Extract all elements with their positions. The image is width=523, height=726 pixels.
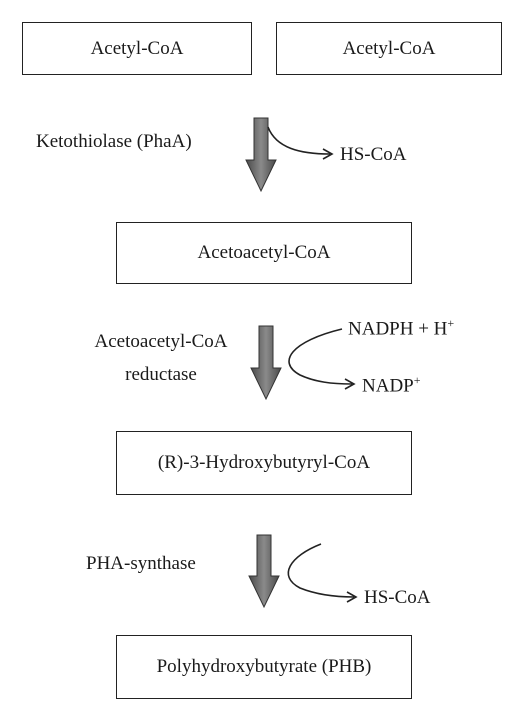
- reductase-label: Acetoacetyl-CoA reductase: [76, 331, 246, 387]
- hydroxybutyryl-coa-label: (R)-3-Hydroxybutyryl-CoA: [157, 452, 371, 473]
- nadph-superscript: +: [447, 316, 455, 330]
- acetoacetyl-coa-label: Acetoacetyl-CoA: [197, 242, 331, 263]
- nadp-label: NADP+: [362, 373, 421, 398]
- nadp-superscript: +: [413, 373, 421, 387]
- hydroxybutyryl-coa-box: (R)-3-Hydroxybutyryl-CoA: [116, 431, 412, 495]
- step2-arrowhead: [344, 378, 356, 390]
- acetyl-coa-box-left: Acetyl-CoA: [22, 22, 252, 75]
- step2-down-arrow: [250, 325, 282, 401]
- phb-box: Polyhydroxybutyrate (PHB): [116, 635, 412, 699]
- step1-hscoa-curved-arrow: [267, 126, 331, 155]
- reductase-label-line1: Acetoacetyl-CoA: [94, 331, 228, 352]
- acetoacetyl-coa-box: Acetoacetyl-CoA: [116, 222, 412, 284]
- nadph-text: NADPH + H: [348, 318, 448, 340]
- step3-hscoa-curved-arrow: [287, 543, 355, 598]
- acetyl-coa-right-label: Acetyl-CoA: [342, 37, 436, 59]
- step3-down-arrow: [248, 534, 280, 609]
- step3-arrowhead: [346, 591, 358, 603]
- step1-down-arrow: [245, 117, 277, 193]
- step1-arrowhead: [322, 148, 334, 160]
- acetyl-coa-left-label: Acetyl-CoA: [90, 37, 184, 59]
- step3-hscoa-label: HS-CoA: [364, 587, 431, 608]
- acetyl-coa-box-right: Acetyl-CoA: [276, 22, 502, 75]
- pha-synthase-label: PHA-synthase: [86, 553, 196, 574]
- step1-hscoa-label: HS-CoA: [340, 144, 407, 165]
- nadph-label: NADPH + H+: [348, 316, 454, 341]
- reductase-label-line2: reductase: [125, 363, 197, 385]
- nadp-text: NADP: [362, 375, 414, 397]
- phb-label: Polyhydroxybutyrate (PHB): [156, 656, 372, 677]
- ketothiolase-label: Ketothiolase (PhaA): [36, 131, 192, 152]
- step2-nadph-curved-arrow: [288, 328, 353, 385]
